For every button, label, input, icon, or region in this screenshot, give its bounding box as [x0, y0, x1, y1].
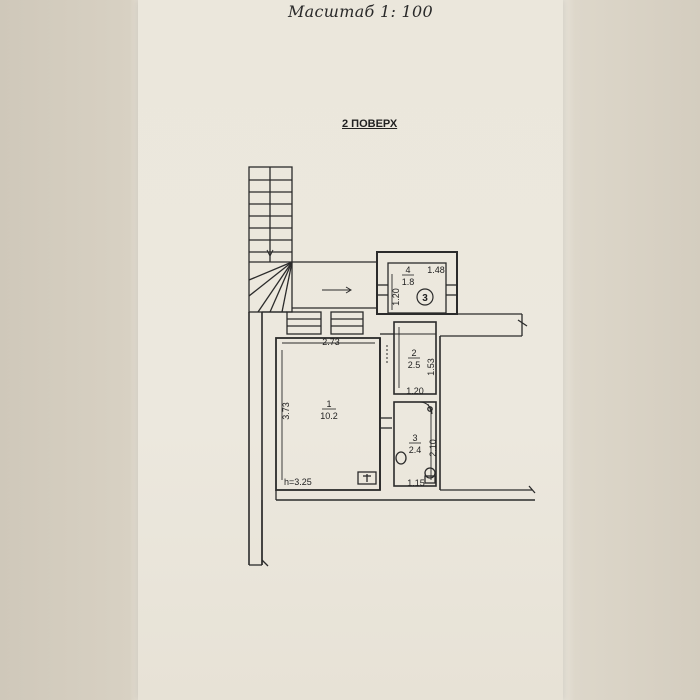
room-4-width-dimension: 1.48: [427, 265, 445, 275]
right-wall: [440, 313, 528, 337]
room-3-label: 3 2.4: [409, 433, 422, 455]
room-2-area: 2.5: [408, 360, 421, 370]
room-1-length-dimension: 3.73: [281, 402, 291, 420]
room-1-outline: [248, 311, 536, 567]
room-1-label: 1 10.2: [320, 399, 338, 421]
room-3-width-dimension: 1.15: [407, 478, 425, 488]
entry-steps: [286, 311, 364, 335]
marker-circle: 3: [416, 288, 434, 306]
dimension-lines: [281, 274, 432, 480]
room-4-number: 4: [405, 265, 410, 275]
room-2-number: 2: [411, 348, 416, 358]
room-3-area: 2.4: [409, 445, 422, 455]
scale-title: Масштаб 1: 100: [288, 2, 433, 21]
room-3-length-dimension: 2.10: [428, 439, 438, 457]
room-4-label: 4 1.8: [402, 265, 415, 287]
room-2-outline: [380, 321, 437, 395]
floor-title: 2 ПОВЕРХ: [342, 118, 398, 130]
room-2-width-dimension: 1.20: [406, 386, 424, 396]
room-2-length-dimension: 1.53: [426, 358, 436, 376]
ceiling-height-label: h=3.25: [284, 477, 312, 487]
room-4-length-dimension: 1.20: [391, 288, 401, 306]
svg-text:3: 3: [422, 293, 428, 304]
corridor: [292, 261, 377, 309]
room-1-width-dimension: 2.73: [322, 337, 340, 347]
room-3-number: 3: [412, 433, 417, 443]
room-2-label: 2 2.5: [408, 348, 421, 370]
paper-sheet: [138, 0, 563, 700]
room-1-area: 10.2: [320, 411, 338, 421]
room-4-area: 1.8: [402, 277, 415, 287]
room-4-outline: [376, 251, 458, 315]
staircase: [248, 166, 293, 313]
room-1-number: 1: [326, 399, 331, 409]
